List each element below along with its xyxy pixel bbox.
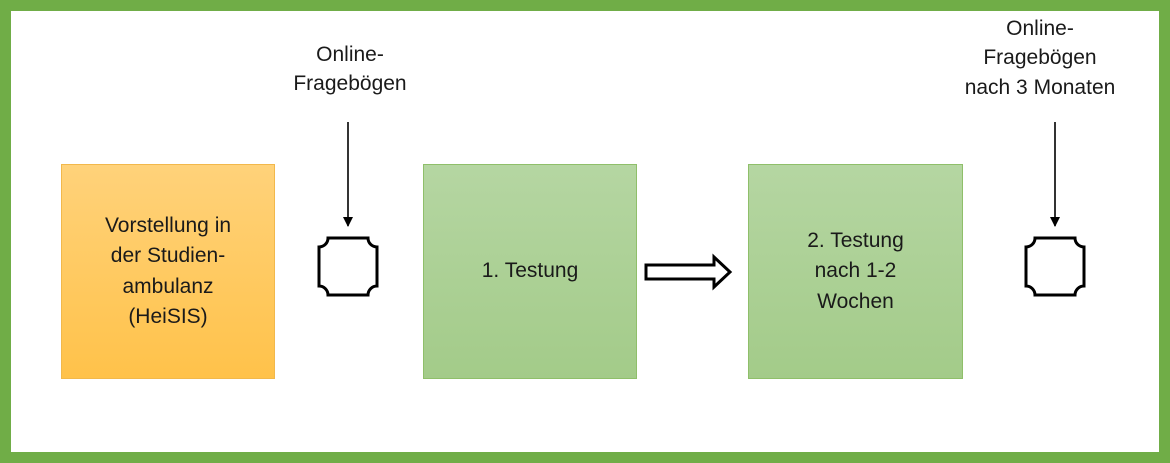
questionnaire-label-followup: Online- Fragebögen nach 3 Monaten [964,17,1116,99]
questionnaire-marker-followup [1024,236,1086,297]
step-test1-label: 1. Testung [481,259,579,283]
step-intake-box: Vorstellung in der Studien- ambulanz (He… [61,164,275,379]
step-test2-label: 2. Testung nach 1-2 Wochen [807,228,904,313]
block-arrow-right [644,253,733,291]
step-test1-box: 1. Testung [423,164,637,379]
step-test2-box: 2. Testung nach 1-2 Wochen [748,164,963,379]
questionnaire-label-first: Online- Fragebögen [293,43,407,96]
step-intake-label: Vorstellung in der Studien- ambulanz (He… [104,213,232,328]
questionnaire-marker-first [317,236,379,297]
